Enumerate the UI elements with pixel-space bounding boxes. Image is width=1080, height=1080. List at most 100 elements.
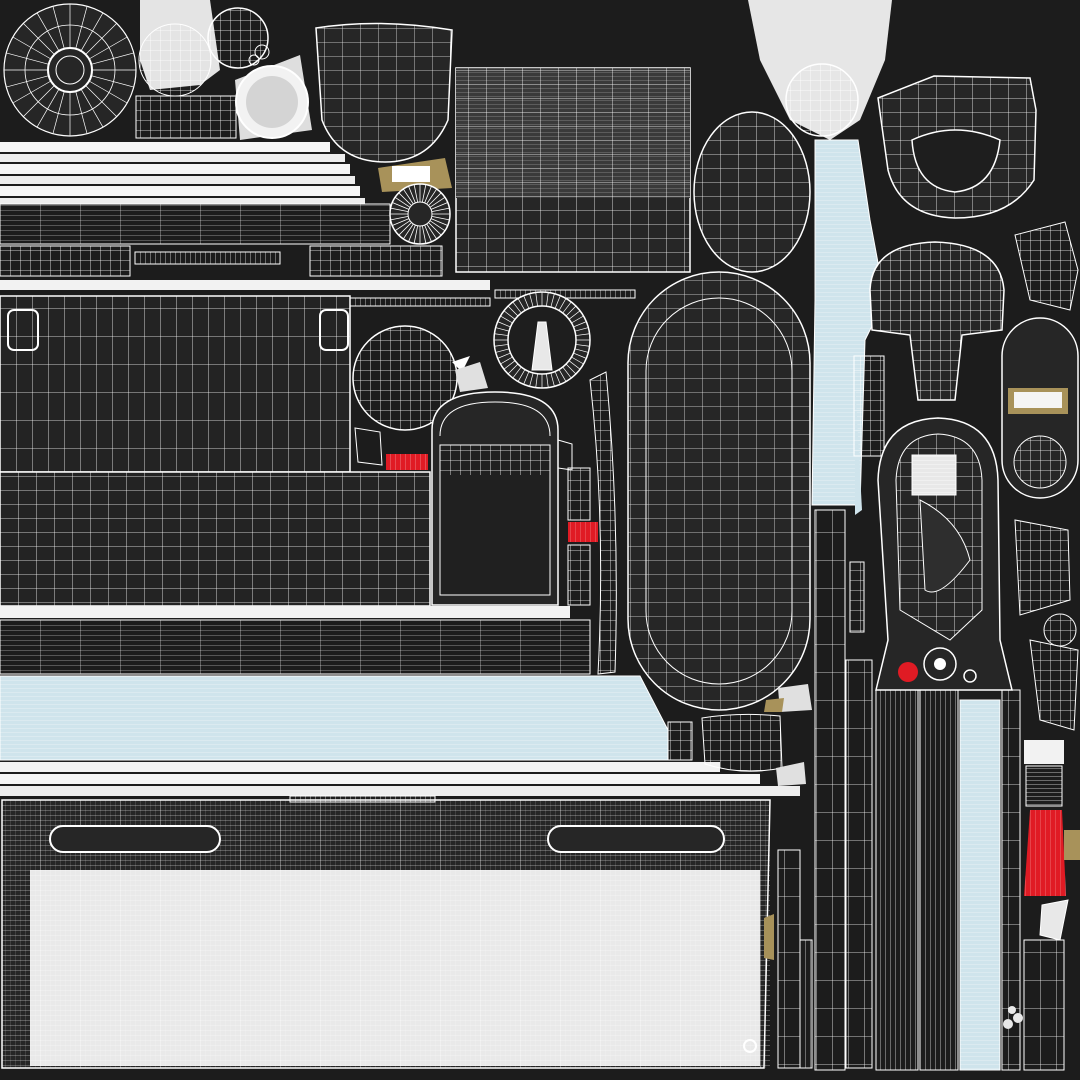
- spoke: [80, 12, 104, 52]
- red-block: [567, 467, 598, 606]
- spoke: [88, 80, 128, 104]
- knob-ring: [493, 291, 591, 389]
- spoke: [12, 80, 52, 104]
- left-body-panel: [0, 295, 431, 607]
- spoke: [394, 197, 411, 208]
- spoke: [426, 223, 437, 240]
- spoke: [91, 75, 134, 88]
- speaker-grille-disc: [3, 3, 137, 137]
- spoke: [565, 363, 577, 375]
- vertical-columns: [764, 355, 1021, 1071]
- spoke: [430, 202, 448, 210]
- small-mesh-disc: [207, 7, 270, 69]
- spoke: [421, 184, 427, 203]
- spoke: [408, 186, 416, 204]
- spoke: [6, 52, 49, 65]
- spoke: [535, 292, 538, 307]
- spoke: [36, 12, 60, 52]
- spoke: [36, 88, 60, 128]
- spoke: [517, 369, 526, 382]
- oval-shell-small: [693, 111, 811, 273]
- spoke: [512, 301, 522, 314]
- spoke: [85, 85, 117, 117]
- spoke: [52, 91, 65, 134]
- small-grid-strip: [135, 95, 237, 139]
- spoke: [394, 220, 411, 231]
- light-ring: [235, 55, 312, 140]
- spoke: [392, 218, 410, 226]
- spoke: [495, 348, 510, 353]
- spoke: [554, 295, 561, 309]
- keyhole-shape: [875, 417, 1013, 691]
- spoke: [85, 23, 117, 55]
- spoke: [413, 184, 419, 203]
- spoke: [428, 192, 442, 206]
- spoke: [88, 36, 128, 60]
- spoke: [80, 88, 104, 128]
- spoke: [429, 197, 446, 208]
- spoke: [575, 344, 590, 347]
- spoke: [75, 6, 88, 49]
- top-right-bowl: [877, 75, 1037, 219]
- tan-tag: [378, 158, 452, 192]
- spoke: [562, 366, 572, 379]
- spoke: [535, 373, 538, 388]
- spoke: [431, 207, 450, 213]
- spoke: [428, 222, 442, 236]
- spoke: [507, 363, 519, 375]
- spoke: [546, 292, 549, 307]
- hammer-shape: [869, 241, 1005, 401]
- spoke: [574, 348, 589, 353]
- spoke: [512, 366, 522, 379]
- spoke: [495, 327, 510, 332]
- spoke: [23, 23, 55, 55]
- spoke: [392, 202, 410, 210]
- spoke: [573, 352, 587, 359]
- spoke: [523, 371, 530, 385]
- ice-blue-band: [0, 675, 800, 796]
- spoke: [529, 372, 534, 387]
- spoke: [398, 192, 412, 206]
- spoke: [12, 36, 52, 60]
- horizontal-strips: [0, 142, 636, 307]
- spoke: [431, 215, 450, 221]
- red-tag-left: [354, 427, 428, 470]
- spoke: [413, 225, 419, 244]
- spoke: [529, 293, 534, 308]
- fabric-cup: [315, 22, 453, 163]
- spoke: [75, 91, 88, 134]
- light-puck-disc: [138, 0, 220, 97]
- spoke: [568, 310, 581, 320]
- spoke: [500, 315, 513, 324]
- spoke: [507, 305, 519, 317]
- spoke: [575, 333, 590, 336]
- spoke: [398, 222, 412, 236]
- spoke: [574, 327, 589, 332]
- spoke: [503, 360, 516, 370]
- large-oval-shell: [627, 271, 811, 711]
- spoke: [565, 305, 577, 317]
- top-grid-panel: [455, 67, 691, 273]
- spoke: [497, 352, 511, 359]
- spoke: [546, 373, 549, 388]
- spoke: [424, 186, 432, 204]
- spoke: [6, 75, 49, 88]
- spoke: [408, 224, 416, 242]
- spoke: [562, 301, 572, 314]
- spoke: [550, 293, 555, 308]
- spoke: [390, 207, 409, 213]
- spoke: [91, 52, 134, 65]
- spoke: [571, 315, 584, 324]
- spoke: [424, 224, 432, 242]
- spoke: [568, 360, 581, 370]
- red-handle: [1003, 740, 1080, 1071]
- spoke: [571, 356, 584, 365]
- spoke: [500, 356, 513, 365]
- spoke: [554, 371, 561, 385]
- spoke: [390, 215, 409, 221]
- spoke: [494, 344, 509, 347]
- spoke: [429, 220, 446, 231]
- oval-slot-right: [1001, 317, 1079, 499]
- top-light-blob: [748, 0, 892, 140]
